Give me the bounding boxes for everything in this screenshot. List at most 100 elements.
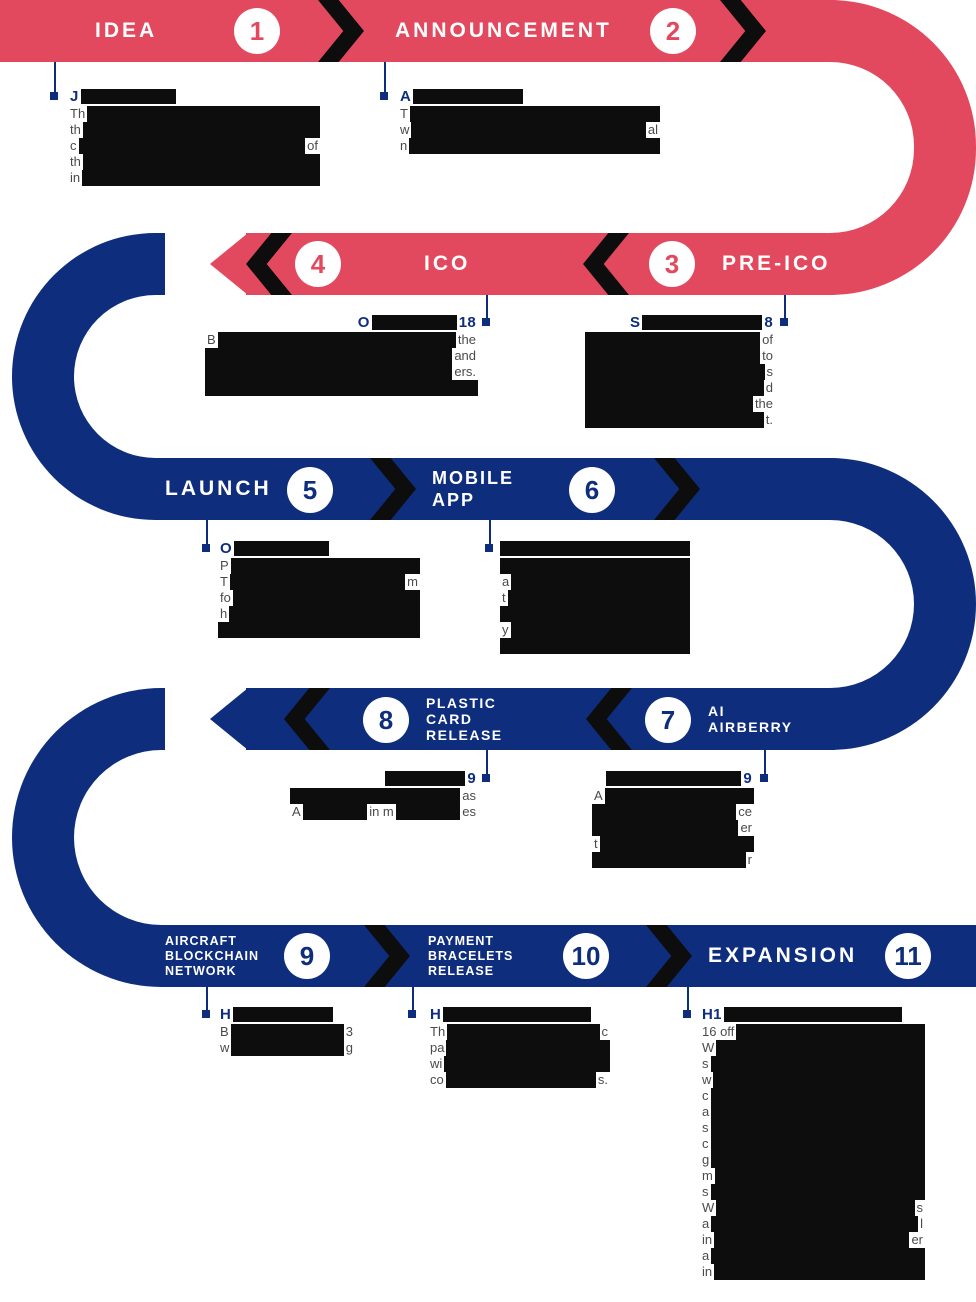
redacted-bar — [811, 1232, 910, 1248]
stage-number: 4 — [310, 248, 326, 279]
redacted-bar — [598, 590, 690, 606]
text-fragment: O — [357, 313, 370, 331]
connector-line-6 — [489, 520, 491, 548]
text-fragment: T — [220, 574, 228, 589]
note-line: y — [500, 622, 690, 638]
redacted-bar — [819, 1168, 925, 1184]
redacted-bar — [585, 348, 673, 364]
redacted-bar — [446, 1040, 529, 1056]
stage-label-payment-bracelets: PAYMENT BRACELETS RELEASE — [428, 933, 514, 978]
connector-dot-3 — [780, 318, 788, 326]
redacted-bar — [534, 138, 661, 154]
text-fragment: H — [220, 1005, 232, 1023]
note-date — [500, 538, 690, 558]
stage-circle-6: 6 — [569, 467, 615, 513]
note-line: s — [700, 1120, 925, 1136]
redacted-bar — [230, 558, 326, 574]
note-date: H1 — [700, 1004, 925, 1024]
connector-dot-7 — [760, 774, 768, 782]
redacted-bar — [218, 622, 319, 638]
stage-circle-4: 4 — [295, 241, 341, 287]
redacted-bar — [82, 170, 202, 186]
redacted-bar — [500, 558, 595, 574]
redacted-bar — [710, 1136, 818, 1152]
text-fragment: a — [702, 1248, 710, 1263]
text-fragment: W — [702, 1200, 715, 1215]
connector-dot-11 — [683, 1010, 691, 1018]
redacted-block — [371, 314, 457, 330]
stage-circle-1: 1 — [234, 8, 280, 54]
redacted-bar — [710, 1088, 818, 1104]
text-fragment: in — [70, 170, 81, 185]
stage-number: 9 — [299, 940, 315, 971]
redacted-block — [723, 1006, 902, 1022]
note-line: T — [398, 106, 661, 122]
text-fragment: er — [740, 820, 752, 835]
note-date: 9 — [290, 768, 478, 788]
redacted-bar — [711, 1248, 819, 1264]
redacted-bar — [444, 1056, 528, 1072]
redacted-bar — [447, 1024, 524, 1040]
text-fragment: ce — [738, 804, 753, 819]
redacted-bar — [205, 348, 329, 364]
text-fragment: m — [702, 1168, 713, 1183]
note-line — [500, 638, 690, 654]
text-fragment: 3 — [345, 1024, 353, 1039]
text-fragment: n — [400, 138, 408, 153]
note-line: ers. — [205, 364, 478, 380]
redacted-bar — [736, 1024, 831, 1040]
text-fragment: of — [307, 138, 318, 153]
note-line: s — [700, 1056, 925, 1072]
stage-label-pre-ico: PRE-ICO — [722, 252, 831, 275]
text-fragment: c — [70, 138, 77, 153]
note-date: J — [68, 86, 320, 106]
text-fragment: w — [400, 122, 410, 137]
text-fragment: s — [766, 364, 774, 379]
redacted-bar — [672, 348, 761, 364]
text-fragment: t. — [765, 412, 774, 427]
redacted-bar — [679, 788, 755, 804]
stage-label-plastic-card: PLASTIC CARD RELEASE — [426, 695, 503, 743]
text-fragment: 9 — [743, 769, 752, 787]
note-line: th — [68, 122, 320, 138]
text-fragment: s — [916, 1200, 924, 1215]
redacted-bar — [375, 788, 461, 804]
text-fragment: g — [702, 1152, 710, 1167]
connector-dot-9 — [202, 1010, 210, 1018]
text-fragment: T — [400, 106, 408, 121]
arrow-tip-icon — [210, 233, 248, 295]
text-fragment: P — [220, 558, 229, 573]
band-row-4 — [246, 688, 835, 750]
redacted-bar — [231, 1040, 288, 1056]
redacted-bar — [710, 1184, 818, 1200]
redacted-bar — [205, 380, 342, 396]
text-fragment: 9 — [467, 769, 476, 787]
redacted-bar — [82, 154, 202, 170]
redacted-bar — [819, 1072, 926, 1088]
text-fragment: g — [345, 1040, 353, 1055]
redacted-bar — [201, 154, 320, 170]
text-fragment: and — [454, 348, 477, 363]
note-line: c — [700, 1136, 925, 1152]
redacted-bar — [599, 836, 677, 852]
stage-circle-5: 5 — [287, 467, 333, 513]
redacted-bar — [600, 622, 690, 638]
note-line — [500, 558, 690, 574]
text-fragment: a — [702, 1216, 710, 1231]
redacted-bar — [328, 364, 453, 380]
text-fragment: the — [754, 396, 774, 411]
stage-number: 7 — [660, 704, 676, 735]
stage-label-launch: LAUNCH — [165, 477, 272, 500]
redacted-bar — [674, 380, 764, 396]
redacted-bar — [409, 106, 535, 122]
note-line — [205, 380, 478, 396]
redacted-bar — [668, 852, 746, 868]
note-line: g — [700, 1152, 926, 1168]
connector-line-5 — [206, 520, 208, 548]
text-fragment: wi — [430, 1056, 443, 1071]
note-line: s — [585, 364, 775, 380]
redacted-bar — [665, 820, 739, 836]
redacted-bar — [817, 1136, 925, 1152]
